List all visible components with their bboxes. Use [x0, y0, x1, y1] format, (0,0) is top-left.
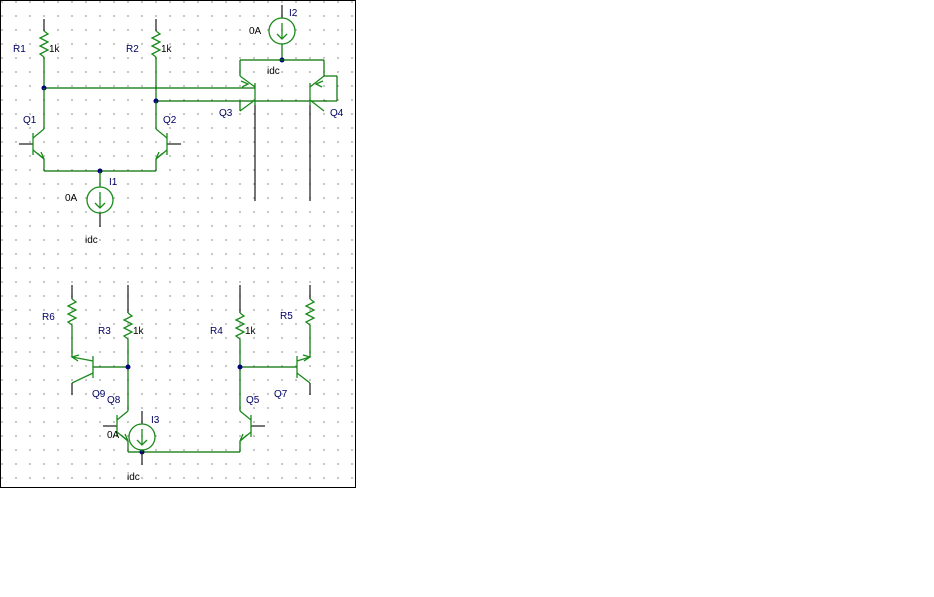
resistor-r5[interactable]: [304, 285, 316, 357]
q4-ref-label: Q4: [330, 108, 344, 119]
resistor-r6[interactable]: [66, 285, 78, 357]
resistor-r1[interactable]: [38, 19, 50, 88]
schematic-drawing: R1 1k R2 1k Q1 Q2: [13, 5, 344, 483]
r3-value-label: 1k: [133, 326, 145, 337]
resistor-r3[interactable]: [122, 285, 134, 411]
r2-value-label: 1k: [161, 44, 173, 55]
junction-dot: [237, 364, 243, 370]
i1-ref-label: I1: [109, 177, 118, 188]
junction-dot: [125, 364, 131, 370]
current-source-i2[interactable]: [268, 5, 296, 60]
q3-ref-label: Q3: [219, 108, 233, 119]
q9-ref-label: Q9: [92, 389, 106, 400]
r5-ref-label: R5: [280, 311, 293, 322]
q5-ref-label: Q5: [246, 395, 260, 406]
i1-value-label: 0A: [65, 193, 78, 204]
transistor-q2[interactable]: [155, 101, 181, 171]
i2-type-label: idc: [267, 66, 280, 77]
i2-value-label: 0A: [249, 26, 262, 37]
q8-ref-label: Q8: [107, 395, 121, 406]
q2-ref-label: Q2: [163, 115, 177, 126]
r4-value-label: 1k: [245, 326, 257, 337]
q7-ref-label: Q7: [274, 389, 288, 400]
q1-ref-label: Q1: [23, 115, 37, 126]
i1-type-label: idc: [85, 235, 98, 246]
transistor-q3[interactable]: [239, 60, 256, 201]
i3-value-label: 0A: [107, 430, 120, 441]
transistor-q4[interactable]: [309, 60, 338, 201]
i3-ref-label: I3: [151, 415, 160, 426]
resistor-r2[interactable]: [150, 19, 162, 101]
transistor-q8[interactable]: [103, 410, 129, 452]
resistor-r4[interactable]: [234, 285, 246, 411]
current-source-i1[interactable]: [86, 171, 114, 227]
transistor-q5[interactable]: [239, 410, 265, 452]
r3-ref-label: R3: [98, 326, 111, 337]
schematic-canvas[interactable]: R1 1k R2 1k Q1 Q2: [0, 0, 356, 488]
r1-value-label: 1k: [49, 44, 61, 55]
i3-type-label: idc: [127, 472, 140, 483]
transistor-q7[interactable]: [296, 354, 312, 395]
r1-ref-label: R1: [13, 44, 26, 55]
current-source-i3[interactable]: [128, 411, 156, 465]
i2-ref-label: I2: [289, 8, 298, 19]
transistor-q9[interactable]: [70, 354, 94, 395]
transistor-q1[interactable]: [19, 88, 45, 171]
r2-ref-label: R2: [126, 44, 139, 55]
r4-ref-label: R4: [210, 326, 223, 337]
r6-ref-label: R6: [42, 312, 55, 323]
